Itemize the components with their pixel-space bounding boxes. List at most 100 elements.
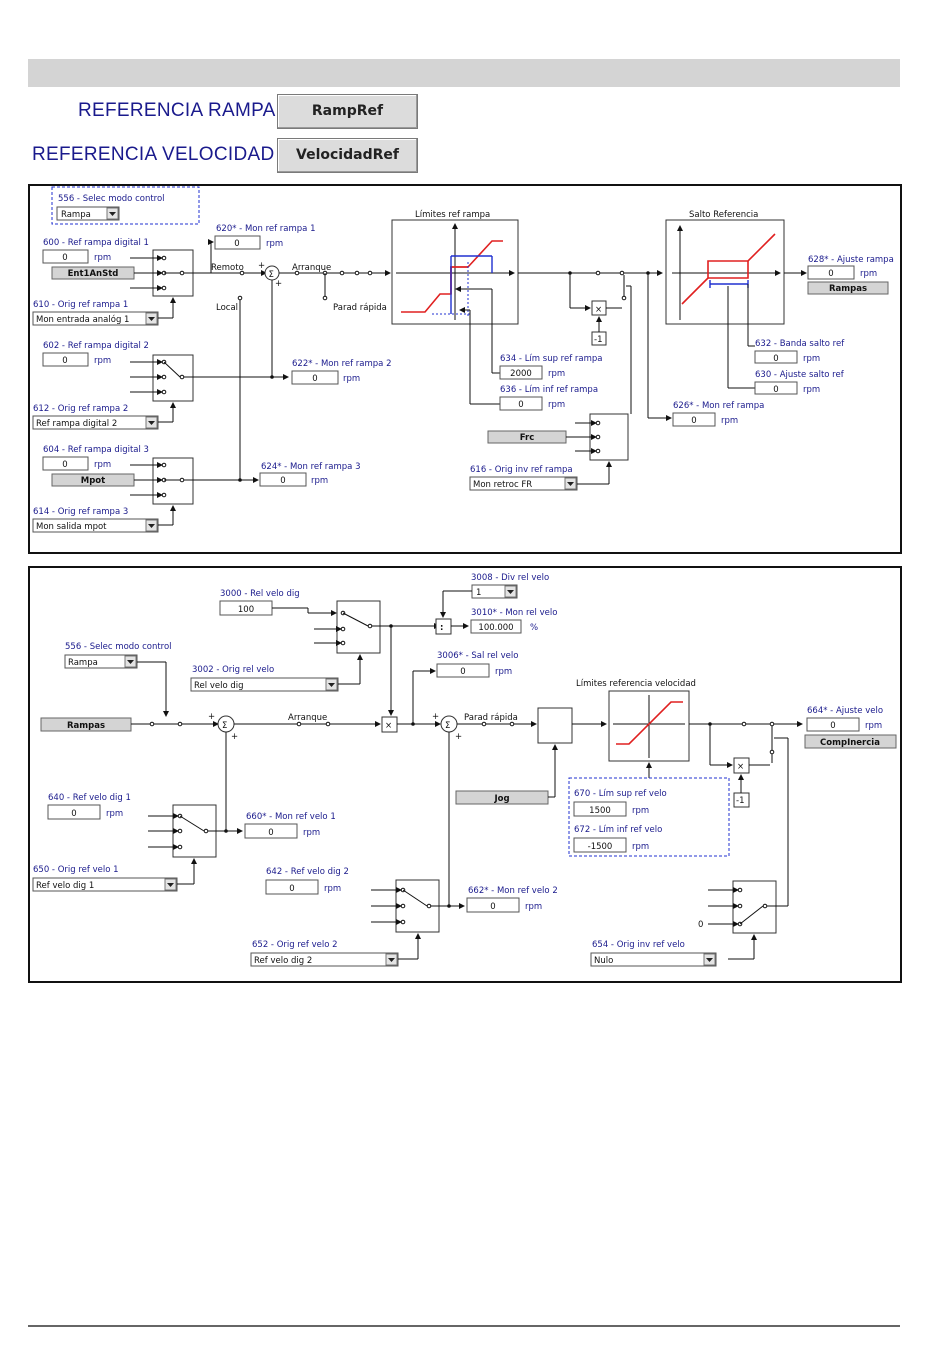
p662-label: 662* - Mon ref velo 2 (468, 886, 558, 896)
p660-monitor (244, 823, 298, 839)
p602-input[interactable] (42, 352, 89, 367)
chevron-down-icon (706, 958, 713, 962)
p610-select[interactable]: Mon entrada analóg 1 (32, 311, 159, 326)
p604-input[interactable] (42, 456, 89, 471)
rampas-button[interactable] (807, 281, 889, 295)
p634-value: 2000 (510, 369, 532, 379)
sp-rampas-label: Rampas (67, 721, 105, 731)
svg-text:Σ: Σ (445, 721, 450, 731)
p670-input[interactable] (573, 801, 627, 817)
jump-ref-title: Salto Referencia (689, 210, 758, 220)
p3006-value: 0 (460, 667, 465, 677)
p612-label: 612 - Orig ref rampa 2 (33, 404, 128, 414)
p624-monitor (259, 472, 307, 487)
p3008-select[interactable]: 1 (471, 584, 518, 599)
p622-value: 0 (312, 374, 317, 384)
p602-label: 602 - Ref rampa digital 2 (43, 341, 149, 351)
svg-text:×: × (595, 305, 602, 315)
p624-unit: rpm (311, 476, 328, 486)
p602-unit: rpm (94, 356, 111, 366)
p614-select-value: Mon salida mpot (36, 522, 107, 532)
p556-select[interactable]: Rampa (56, 206, 120, 221)
p654-select[interactable]: Nulo (590, 952, 717, 967)
p604-value: 0 (62, 460, 67, 470)
jog-label: Jog (493, 794, 509, 804)
p614-select[interactable]: Mon salida mpot (32, 518, 159, 533)
top-title-bar (28, 59, 900, 87)
svg-text:×: × (385, 721, 392, 731)
p642-input[interactable] (265, 879, 319, 895)
remoto-label: Remoto (211, 263, 244, 273)
p624-label: 624* - Mon ref rampa 3 (261, 462, 361, 472)
p3008-select-value: 1 (476, 588, 481, 598)
p3006-label: 3006* - Sal rel velo (437, 651, 518, 661)
p622-monitor (291, 370, 339, 385)
p662-value: 0 (490, 902, 495, 912)
p620-monitor (214, 235, 261, 250)
speed-reference-panel: 3000 - Rel velo dig 100 3008 - Div rel v… (28, 566, 902, 983)
p662-monitor (466, 897, 520, 913)
p3010-monitor (470, 619, 522, 634)
ramp-reference-panel: 556 - Selec modo control Rampa 600 - Ref… (28, 184, 902, 554)
compinercia-label: CompInercia (820, 738, 880, 748)
p640-unit: rpm (106, 809, 123, 819)
p600-input[interactable] (42, 249, 89, 264)
p630-unit: rpm (803, 385, 820, 395)
p640-input[interactable] (47, 804, 101, 820)
ent1anstd-label: Ent1AnStd (68, 269, 119, 279)
p600-unit: rpm (94, 253, 111, 263)
p610-select-value: Mon entrada analóg 1 (36, 314, 129, 325)
p616-select-value: Mon retroc FR (473, 480, 532, 490)
chevron-down-icon (127, 660, 134, 664)
p636-input[interactable] (499, 396, 543, 411)
ramp-ref-button[interactable]: RampRef (277, 94, 418, 129)
speed-ref-button[interactable]: VelocidadRef (277, 138, 418, 173)
p670-label: 670 - Lím sup ref velo (574, 789, 667, 799)
p630-label: 630 - Ajuste salto ref (755, 370, 845, 380)
p610-label: 610 - Orig ref rampa 1 (33, 300, 128, 310)
p670-value: 1500 (589, 806, 611, 816)
chevron-down-icon (148, 524, 155, 528)
p650-select[interactable]: Ref velo dig 1 (32, 877, 178, 892)
compinercia-button[interactable] (804, 734, 897, 749)
p634-unit: rpm (548, 369, 565, 379)
p652-select-value: Ref velo dig 2 (254, 956, 312, 966)
p672-input[interactable] (573, 837, 627, 853)
p642-unit: rpm (324, 884, 341, 894)
mode-control-group (51, 186, 200, 225)
svg-text:+: + (208, 712, 215, 722)
chevron-down-icon (507, 590, 514, 594)
p632-label: 632 - Banda salto ref (755, 339, 845, 349)
p556-select-value: Rampa (61, 210, 91, 220)
chevron-down-icon (148, 317, 155, 321)
svg-text:+: + (455, 732, 462, 742)
p612-select[interactable]: Ref rampa digital 2 (32, 415, 159, 430)
p672-value: -1500 (588, 842, 613, 852)
p650-select-value: Ref velo dig 1 (36, 881, 94, 891)
p3010-unit: % (530, 623, 538, 633)
p632-input[interactable] (754, 350, 798, 364)
p620-value: 0 (234, 239, 239, 249)
p664-label: 664* - Ajuste velo (807, 706, 883, 716)
chevron-down-icon (148, 421, 155, 425)
p616-select[interactable]: Mon retroc FR (469, 476, 578, 491)
p3000-label: 3000 - Rel velo dig (220, 589, 300, 599)
p664-value: 0 (830, 721, 835, 731)
p670-unit: rpm (632, 806, 649, 816)
svg-text:+: + (231, 732, 238, 742)
sp556-label: 556 - Selec modo control (65, 642, 172, 652)
p3002-select[interactable]: Rel velo dig (190, 677, 339, 692)
p614-label: 614 - Orig ref rampa 3 (33, 507, 128, 517)
rampas-label: Rampas (829, 284, 867, 294)
p664-monitor (806, 717, 860, 732)
p634-input[interactable] (499, 365, 543, 380)
p630-input[interactable] (754, 381, 798, 395)
p624-value: 0 (280, 476, 285, 486)
velo-invert-selector (732, 880, 777, 934)
p642-value: 0 (289, 884, 294, 894)
sp556-select[interactable]: Rampa (64, 654, 138, 669)
p652-select[interactable]: Ref velo dig 2 (250, 952, 399, 967)
p626-label: 626* - Mon ref rampa (673, 401, 764, 411)
neg-one-label: -1 (594, 335, 602, 345)
p640-label: 640 - Ref velo dig 1 (48, 793, 131, 803)
